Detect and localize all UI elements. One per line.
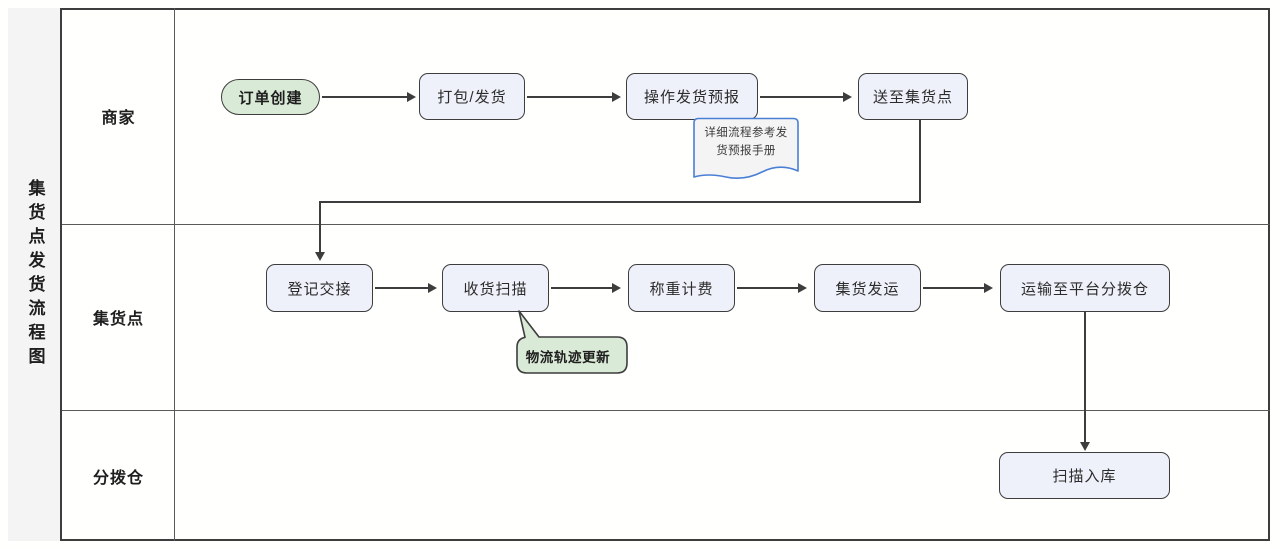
note-line-2: 货预报手册 bbox=[716, 144, 776, 157]
node-order-create[interactable]: 订单创建 bbox=[221, 79, 320, 115]
arrowhead-hub-to-register bbox=[314, 252, 325, 261]
node-prealert[interactable]: 操作发货预报 bbox=[626, 73, 758, 120]
connector-pack-to-prealert bbox=[527, 96, 613, 98]
diagram-title: 集货点发货流程图 bbox=[25, 178, 45, 371]
arrowhead-dispatch-to-transport bbox=[984, 282, 993, 293]
lane-label-hub: 集货点 bbox=[92, 311, 144, 328]
node-send-to-hub[interactable]: 送至集货点 bbox=[858, 73, 968, 120]
lane-divider-2 bbox=[62, 410, 1270, 411]
connector-dispatch-to-transport bbox=[923, 287, 985, 289]
note-prealert-manual: 详细流程参考发 货预报手册 bbox=[688, 117, 804, 183]
lane-label-column bbox=[62, 8, 175, 541]
connector-prealert-to-hub bbox=[760, 96, 844, 98]
connector-weigh-to-dispatch bbox=[737, 287, 799, 289]
arrowhead-weigh-to-dispatch bbox=[798, 282, 807, 293]
node-transport-to-dc[interactable]: 运输至平台分拨仓 bbox=[1000, 264, 1170, 312]
connector-order-to-pack bbox=[322, 96, 408, 98]
node-register-handover[interactable]: 登记交接 bbox=[266, 264, 373, 312]
note-line-1: 详细流程参考发 bbox=[704, 127, 788, 139]
node-pack-ship[interactable]: 打包/发货 bbox=[419, 73, 525, 120]
lane-label-merchant: 商家 bbox=[101, 110, 136, 127]
arrowhead-prealert-to-hub bbox=[843, 91, 852, 102]
node-receive-scan[interactable]: 收货扫描 bbox=[442, 264, 549, 312]
lane-divider-1 bbox=[62, 224, 1270, 225]
node-scan-inbound[interactable]: 扫描入库 bbox=[999, 452, 1170, 499]
arrowhead-scan-to-weigh bbox=[612, 282, 621, 293]
node-weigh-charge[interactable]: 称重计费 bbox=[628, 264, 735, 312]
connector-scan-to-weigh bbox=[551, 287, 613, 289]
arrowhead-pack-to-prealert bbox=[612, 91, 621, 102]
diagram-title-column: 集货点发货流程图 bbox=[8, 8, 62, 541]
connector-hub-down bbox=[919, 120, 921, 203]
connector-register-to-scan bbox=[375, 287, 429, 289]
arrowhead-transport-to-inbound bbox=[1079, 442, 1090, 451]
connector-hub-down2 bbox=[319, 201, 321, 253]
lane-label-warehouse: 分拨仓 bbox=[92, 469, 144, 487]
node-hub-dispatch[interactable]: 集货发运 bbox=[814, 264, 921, 312]
callout-logistics-track-update: 物流轨迹更新 bbox=[505, 309, 631, 375]
connector-transport-down bbox=[1084, 312, 1086, 443]
arrowhead-order-to-pack bbox=[407, 91, 416, 102]
arrowhead-register-to-scan bbox=[428, 282, 437, 293]
callout-label: 物流轨迹更新 bbox=[525, 350, 611, 365]
connector-hub-left bbox=[319, 201, 921, 203]
